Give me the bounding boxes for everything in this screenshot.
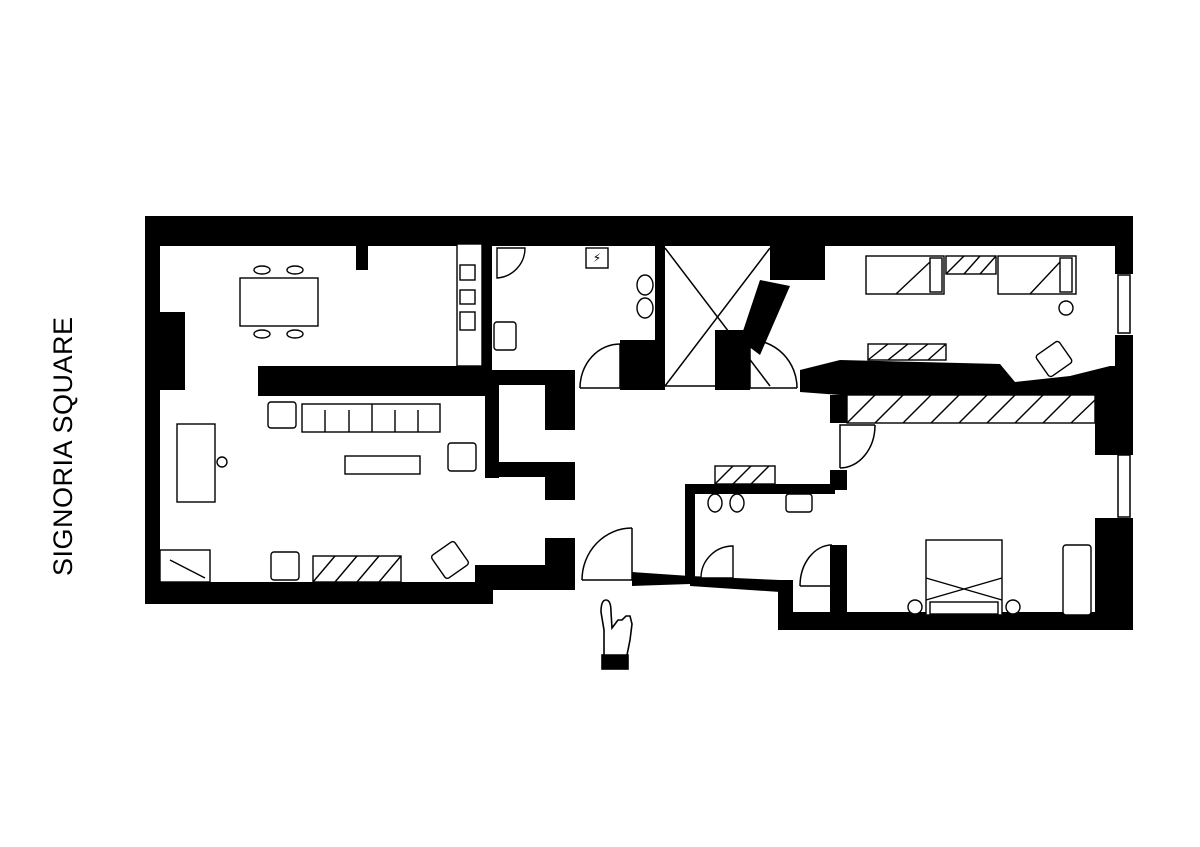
boiler-icon — [585, 247, 609, 269]
cabinet — [312, 555, 402, 583]
armchair — [430, 540, 470, 580]
left-pier — [145, 312, 185, 390]
stove-icon — [459, 264, 476, 281]
outer-wall-top — [145, 216, 1133, 246]
dresser — [867, 343, 947, 361]
chair — [253, 265, 304, 339]
washbasin — [493, 321, 517, 351]
outer-wall-bottom-left — [145, 582, 493, 604]
armchair — [1035, 340, 1073, 378]
entrance-door — [582, 528, 633, 581]
coffee-table — [344, 455, 421, 475]
toilet — [636, 274, 654, 296]
desk — [176, 423, 216, 503]
outer-wall-bottom-right — [778, 612, 1133, 630]
dining-table — [239, 277, 319, 327]
walls — [145, 216, 1133, 630]
doors — [579, 247, 876, 587]
washbasin — [785, 493, 813, 513]
nightstand — [907, 599, 923, 615]
street-label: SIGNORIA SQUARE — [48, 316, 78, 576]
kitchen-partition — [482, 242, 492, 372]
living-partition — [258, 366, 490, 396]
windows — [146, 254, 1131, 518]
sofa — [1062, 544, 1092, 616]
armchair — [270, 551, 300, 581]
nightstand — [1005, 599, 1021, 615]
sink-icon — [459, 311, 476, 331]
pointing-hand-icon — [600, 599, 633, 670]
armchair — [447, 442, 477, 472]
armchair — [267, 401, 297, 429]
svg-text:⚡: ⚡ — [593, 251, 601, 265]
shower — [700, 545, 734, 579]
sofa — [301, 403, 441, 433]
furniture: ⚡ — [159, 243, 1096, 616]
shower — [496, 247, 526, 279]
bidet — [729, 493, 745, 513]
kitchen-counter — [456, 243, 483, 367]
toilet — [707, 493, 723, 513]
bidet — [636, 297, 654, 319]
